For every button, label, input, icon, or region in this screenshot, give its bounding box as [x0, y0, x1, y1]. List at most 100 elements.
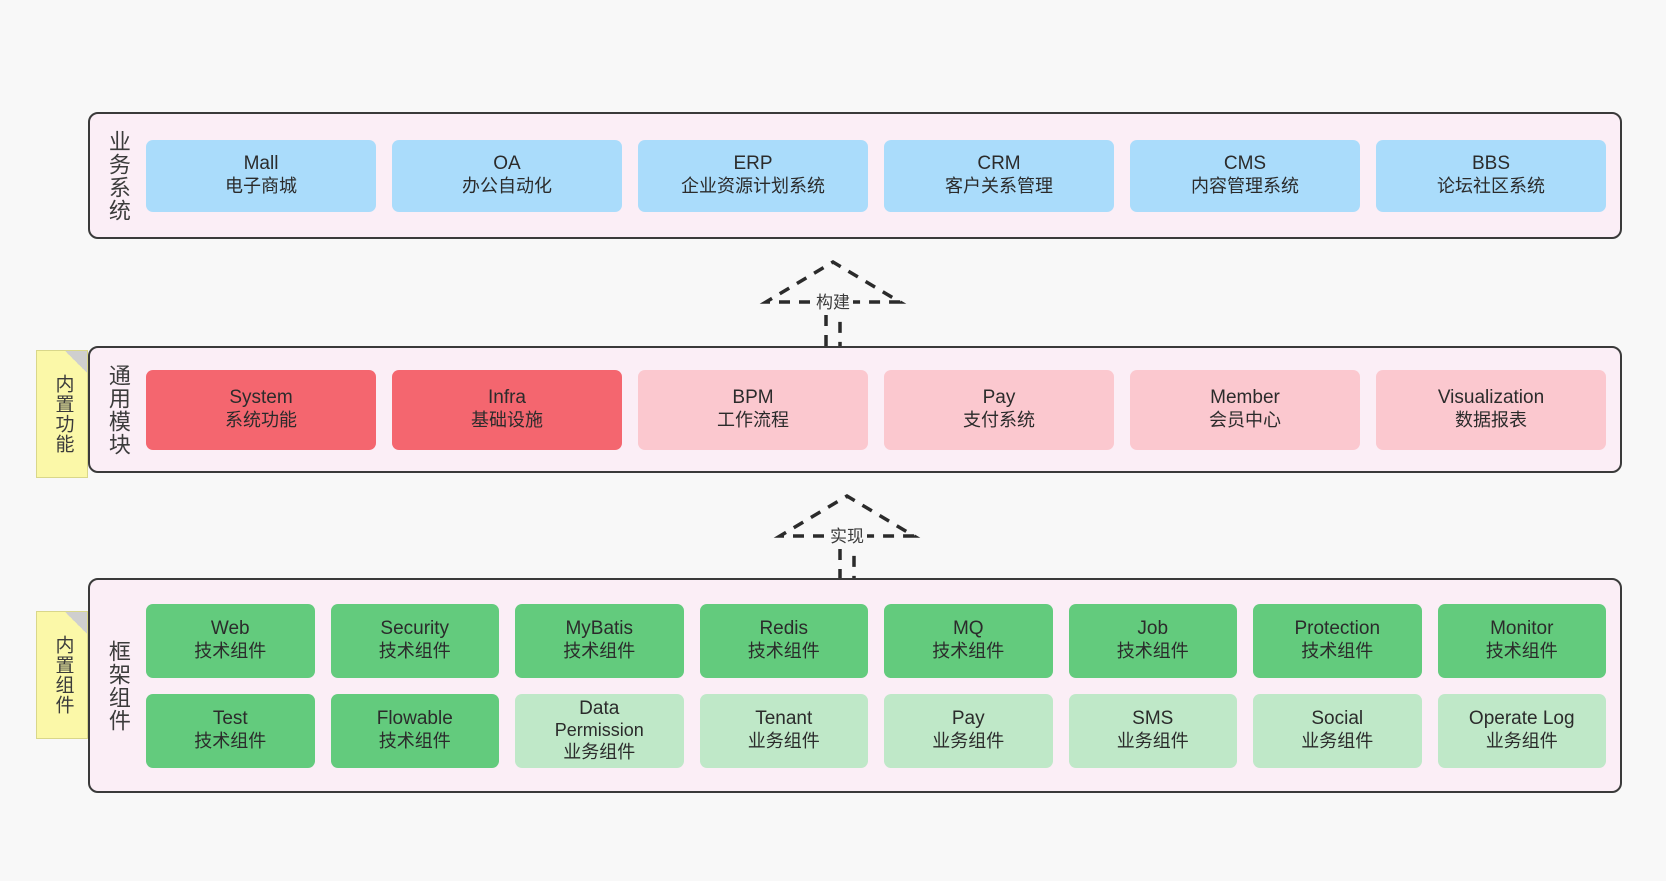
node-subtitle: 业务组件 [932, 731, 1005, 752]
note-label: 内置组件 [52, 635, 74, 715]
node-mybatis[interactable]: MyBatis 技术组件 [515, 603, 684, 678]
node-subtitle: 系统功能 [225, 410, 297, 431]
node-title: Social [1311, 708, 1364, 730]
node-title: Infra [487, 387, 527, 409]
node-pay-module[interactable]: Pay 支付系统 [884, 369, 1114, 450]
node-erp[interactable]: ERP 企业资源计划系统 [638, 139, 868, 212]
node-title: Operate Log [1468, 708, 1575, 730]
layer-body-common-modules: System 系统功能 Infra 基础设施 BPM 工作流程 Pay 支付系统… [146, 348, 1620, 471]
node-title: Job [1137, 618, 1169, 640]
node-pay-component[interactable]: Pay 业务组件 [884, 693, 1053, 768]
node-web[interactable]: Web 技术组件 [146, 603, 315, 678]
node-subtitle: 业务组件 [1301, 731, 1374, 752]
node-title: Data [579, 697, 620, 719]
node-subtitle: 技术组件 [932, 641, 1005, 662]
node-subtitle: 技术组件 [563, 641, 636, 662]
node-subtitle: 技术组件 [194, 731, 267, 752]
node-title: ERP [733, 153, 773, 175]
note-builtin-components: 内置组件 [36, 611, 88, 739]
node-title: MQ [952, 618, 984, 640]
node-title: Tenant [755, 708, 813, 730]
connector-realize: 实现 [772, 492, 922, 580]
node-subtitle: 业务组件 [563, 741, 636, 762]
node-title: Security [380, 618, 450, 640]
node-protection[interactable]: Protection 技术组件 [1253, 603, 1422, 678]
node-subtitle: 业务组件 [747, 731, 820, 752]
layer-body-framework-components: Web 技术组件 Security 技术组件 MyBatis 技术组件 Redi… [146, 580, 1620, 791]
node-title: BPM [732, 387, 774, 409]
node-subtitle: 数据报表 [1455, 410, 1527, 431]
node-infra[interactable]: Infra 基础设施 [392, 369, 622, 450]
node-job[interactable]: Job 技术组件 [1068, 603, 1237, 678]
node-title: Pay [982, 387, 1016, 409]
node-title: Web [210, 618, 250, 640]
row-business-systems: Mall 电子商城 OA 办公自动化 ERP 企业资源计划系统 CRM 客户关系… [146, 139, 1606, 212]
node-mq[interactable]: MQ 技术组件 [884, 603, 1053, 678]
node-test[interactable]: Test 技术组件 [146, 693, 315, 768]
node-monitor[interactable]: Monitor 技术组件 [1437, 603, 1606, 678]
node-bpm[interactable]: BPM 工作流程 [638, 369, 868, 450]
node-title-cont: Permission [554, 720, 644, 741]
row-business-components: Test 技术组件 Flowable 技术组件 Data Permission … [146, 693, 1606, 768]
node-subtitle: 技术组件 [1116, 641, 1189, 662]
node-title: MyBatis [565, 618, 634, 640]
node-subtitle: 业务组件 [1485, 731, 1558, 752]
layer-business-systems: 业务系统 Mall 电子商城 OA 办公自动化 ERP 企业资源计划系统 CRM… [88, 112, 1622, 239]
layer-common-modules: 通用模块 System 系统功能 Infra 基础设施 BPM 工作流程 Pay… [88, 346, 1622, 473]
node-oa[interactable]: OA 办公自动化 [392, 139, 622, 212]
node-system[interactable]: System 系统功能 [146, 369, 376, 450]
node-subtitle: 业务组件 [1116, 731, 1189, 752]
node-bbs[interactable]: BBS 论坛社区系统 [1376, 139, 1606, 212]
node-data-permission[interactable]: Data Permission 业务组件 [515, 693, 684, 768]
layer-title-common-modules: 通用模块 [105, 363, 131, 456]
node-flowable[interactable]: Flowable 技术组件 [330, 693, 499, 768]
node-title: Pay [951, 708, 985, 730]
node-subtitle: 会员中心 [1209, 410, 1281, 431]
connector-label-realize: 实现 [827, 522, 867, 547]
node-title: Flowable [376, 708, 453, 730]
node-title: CRM [977, 153, 1021, 175]
node-subtitle: 内容管理系统 [1191, 176, 1299, 197]
node-title: OA [493, 153, 521, 175]
node-tenant[interactable]: Tenant 业务组件 [699, 693, 868, 768]
node-title: Visualization [1437, 387, 1545, 409]
layer-framework-components: 框架组件 Web 技术组件 Security 技术组件 MyBatis 技术组件… [88, 578, 1622, 793]
node-subtitle: 技术组件 [378, 641, 451, 662]
node-subtitle: 技术组件 [378, 731, 451, 752]
node-subtitle: 技术组件 [194, 641, 267, 662]
node-security[interactable]: Security 技术组件 [330, 603, 499, 678]
node-subtitle: 办公自动化 [462, 176, 552, 197]
layer-body-business-systems: Mall 电子商城 OA 办公自动化 ERP 企业资源计划系统 CRM 客户关系… [146, 114, 1620, 237]
row-common-modules: System 系统功能 Infra 基础设施 BPM 工作流程 Pay 支付系统… [146, 369, 1606, 450]
node-crm[interactable]: CRM 客户关系管理 [884, 139, 1114, 212]
node-operate-log[interactable]: Operate Log 业务组件 [1437, 693, 1606, 768]
node-social[interactable]: Social 业务组件 [1253, 693, 1422, 768]
node-cms[interactable]: CMS 内容管理系统 [1130, 139, 1360, 212]
node-title: Monitor [1490, 618, 1554, 640]
row-tech-components: Web 技术组件 Security 技术组件 MyBatis 技术组件 Redi… [146, 603, 1606, 678]
node-title: CMS [1223, 153, 1267, 175]
layer-title-framework-components: 框架组件 [105, 639, 131, 732]
node-subtitle: 基础设施 [471, 410, 543, 431]
node-title: BBS [1471, 153, 1511, 175]
connector-label-build: 构建 [813, 288, 853, 313]
node-subtitle: 工作流程 [717, 410, 789, 431]
note-label: 内置功能 [52, 374, 74, 454]
node-title: SMS [1132, 708, 1174, 730]
node-member[interactable]: Member 会员中心 [1130, 369, 1360, 450]
node-subtitle: 论坛社区系统 [1437, 176, 1545, 197]
node-subtitle: 技术组件 [747, 641, 820, 662]
node-title: Test [212, 708, 248, 730]
node-title: Redis [759, 618, 809, 640]
node-mall[interactable]: Mall 电子商城 [146, 139, 376, 212]
node-title: Protection [1294, 618, 1381, 640]
layer-title-business-systems: 业务系统 [105, 129, 131, 222]
node-visualization[interactable]: Visualization 数据报表 [1376, 369, 1606, 450]
node-subtitle: 电子商城 [225, 176, 297, 197]
node-title: Member [1210, 387, 1280, 409]
connector-build: 构建 [758, 258, 908, 346]
node-subtitle: 技术组件 [1301, 641, 1374, 662]
node-redis[interactable]: Redis 技术组件 [699, 603, 868, 678]
node-sms[interactable]: SMS 业务组件 [1068, 693, 1237, 768]
